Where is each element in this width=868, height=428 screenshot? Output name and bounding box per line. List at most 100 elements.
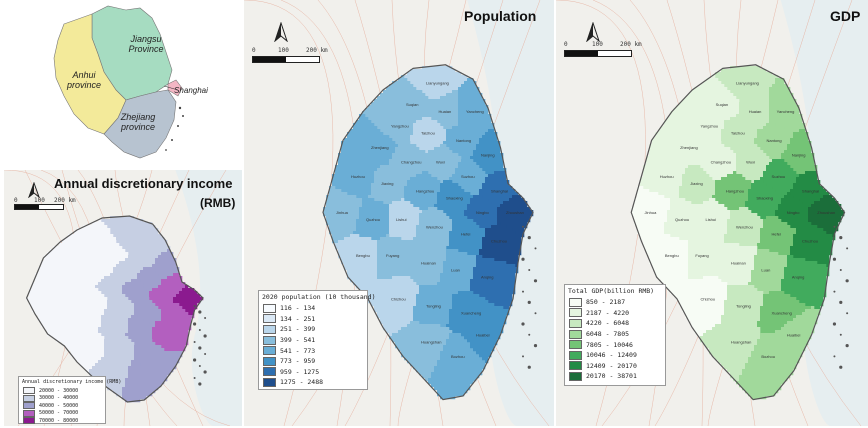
population-city-region xyxy=(446,291,501,334)
population-legend-swatch xyxy=(263,335,276,345)
income-city-region xyxy=(89,357,132,397)
population-city-label: Suzhou xyxy=(461,174,475,179)
gdp-legend-swatch xyxy=(569,340,582,350)
population-legend-swatch xyxy=(263,356,276,366)
gdp-city-region xyxy=(670,276,728,337)
population-city-label: Fuyang xyxy=(386,253,399,258)
gdp-city-region xyxy=(697,198,731,244)
gdp-legend-swatch xyxy=(569,371,582,381)
gdp-legend-label: 850 - 2187 xyxy=(586,298,626,307)
gdp-legend-item: 10046 - 12409 xyxy=(569,350,665,361)
income-city-region xyxy=(140,222,171,256)
population-city-region xyxy=(404,171,441,211)
income-legend-title: Annual discretionary income (RMB) xyxy=(22,379,122,385)
population-legend-label: 134 - 251 xyxy=(280,314,316,323)
income-city-region xyxy=(101,240,129,268)
population-scale-label-0: 0 xyxy=(252,47,256,54)
population-legend-item: 1275 - 2488 xyxy=(263,377,367,388)
gdp-legend-item: 20170 - 38701 xyxy=(569,371,665,382)
gdp-legend-label: 6048 - 7805 xyxy=(586,330,630,339)
province-shanghai xyxy=(167,79,183,97)
population-city-label: Lishui xyxy=(396,217,407,222)
population-city-region xyxy=(380,75,432,121)
income-city-region xyxy=(74,309,102,337)
gdp-legend-label: 7805 - 10046 xyxy=(586,340,633,349)
gdp-city-region xyxy=(781,129,818,175)
population-city-label: Luan xyxy=(451,268,460,273)
gdp-city-region xyxy=(739,90,770,130)
population-city-region xyxy=(389,198,423,241)
gdp-city-region xyxy=(643,234,689,292)
gdp-city-label: Yangzhou xyxy=(700,124,718,129)
gdp-scale-label-100: 100 xyxy=(592,41,603,48)
population-city-label: Jiaxing xyxy=(381,181,393,186)
income-legend-swatch xyxy=(23,409,35,417)
population-islands xyxy=(521,225,538,369)
income-legend-swatch xyxy=(23,394,35,402)
population-city-region xyxy=(332,144,378,199)
income-legend-label: 70000 - 80000 xyxy=(39,417,79,424)
gdp-city-region xyxy=(781,255,830,310)
income-city-region xyxy=(122,363,159,403)
gdp-city-region xyxy=(697,141,737,181)
population-city-label: Tongling xyxy=(426,304,441,309)
income-city-region xyxy=(95,273,126,301)
income-legend-swatch xyxy=(23,387,35,395)
population-legend-item: 773 - 959 xyxy=(263,356,367,367)
overview-islands xyxy=(165,106,184,151)
gdp-city-label: Quzhou xyxy=(675,217,689,222)
gdp-city-region xyxy=(718,243,758,286)
population-legend-item: 959 - 1275 xyxy=(263,367,367,378)
gdp-city-label: Chizhou xyxy=(700,296,715,301)
gdp-city-label: Tongling xyxy=(736,304,751,309)
gdp-legend-item: 2187 - 4220 xyxy=(569,308,665,319)
gdp-city-label: Zhoushan xyxy=(817,210,835,215)
income-legend-label: 20000 - 30000 xyxy=(39,387,79,394)
population-city-label: Anqing xyxy=(481,275,493,280)
gdp-scale-label-200: 200 km xyxy=(620,41,642,48)
gdp-city-label: Ningbo xyxy=(787,210,800,215)
income-city-region xyxy=(68,228,102,265)
income-title: Annual discretionary income xyxy=(54,176,233,191)
income-scale-label-200: 200 km xyxy=(54,197,76,204)
population-legend-swatch xyxy=(263,377,276,387)
gdp-city-label: Hefei xyxy=(772,232,781,237)
income-city-region xyxy=(104,294,135,319)
income-delta-outline xyxy=(25,215,204,403)
population-legend-item: 116 - 134 xyxy=(263,303,367,314)
population-city-region xyxy=(362,276,420,337)
gdp-islands xyxy=(832,225,849,369)
gdp-scale-label-0: 0 xyxy=(564,41,568,48)
overview-map-panel: Jiangsu Province Anhui province Zhejiang… xyxy=(0,0,240,168)
population-city-label: Suqian xyxy=(406,102,418,107)
gdp-legend-item: 850 - 2187 xyxy=(569,297,665,308)
gdp-city-label: Nanjing xyxy=(792,152,806,157)
income-legend: Annual discretionary income (RMB) 20000 … xyxy=(18,376,122,425)
gdp-city-region xyxy=(721,114,758,154)
gdp-city-region xyxy=(757,291,812,334)
gdp-city-label: Xuancheng xyxy=(772,311,792,316)
label-jiangsu: Jiangsu Province xyxy=(128,34,164,54)
population-city-label: Huainan xyxy=(421,260,436,265)
population-legend-label: 541 - 773 xyxy=(280,346,316,355)
population-city-label: Yancheng xyxy=(466,109,484,114)
gdp-city-region xyxy=(652,114,707,169)
income-city-region xyxy=(161,303,195,331)
population-city-label: Chuzhou xyxy=(491,239,507,244)
population-city-label: Xuancheng xyxy=(461,311,481,316)
gdp-city-region xyxy=(790,171,830,208)
population-city-label: Quzhou xyxy=(366,217,380,222)
population-legend-item: 541 - 773 xyxy=(263,345,367,356)
gdp-city-label: Huangshan xyxy=(731,340,751,345)
income-scale-bar xyxy=(14,204,64,210)
gdp-city-region xyxy=(724,207,764,247)
population-city-region xyxy=(464,195,498,229)
gdp-legend-item: 6048 - 7805 xyxy=(569,329,665,340)
population-city-region xyxy=(425,144,462,184)
gdp-city-label: Shanghai xyxy=(802,188,819,193)
gdp-city-region xyxy=(721,285,764,328)
gdp-city-region xyxy=(736,333,797,400)
income-legend-item: 40000 - 50000 xyxy=(23,402,105,410)
